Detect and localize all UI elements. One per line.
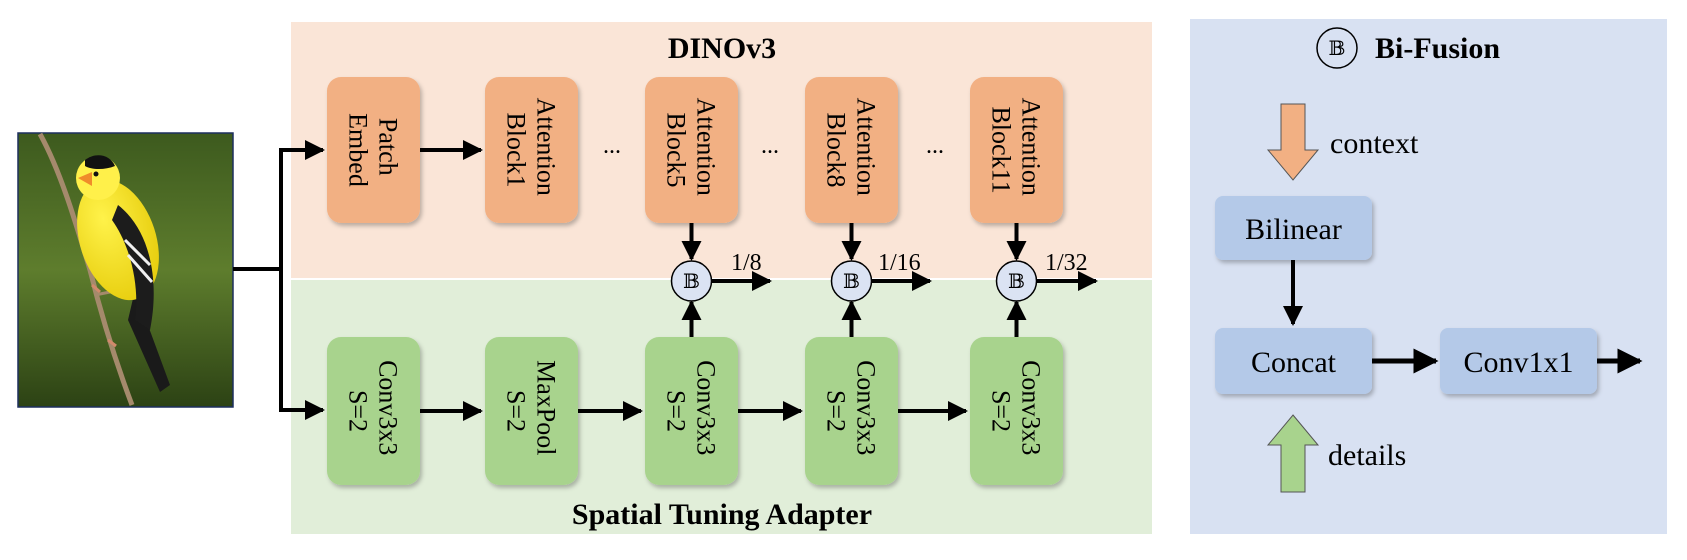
adapter-title: Spatial Tuning Adapter xyxy=(572,498,872,531)
svg-text:Attention Block1: Attention Block1 xyxy=(502,98,561,203)
svg-text:Attention Block8: Attention Block8 xyxy=(822,98,881,203)
fusion-node-1: 𝔹 xyxy=(670,260,713,302)
input-connector xyxy=(233,140,325,420)
svg-text:MaxPool S=2: MaxPool S=2 xyxy=(502,360,561,462)
concat-block: Concat xyxy=(1215,328,1372,394)
conv3x3-block4-line1: Conv3x3 xyxy=(1017,360,1046,455)
svg-text:Patch Embed: Patch Embed xyxy=(344,113,403,187)
adapter-arrows xyxy=(420,300,1027,421)
details-arrow-icon xyxy=(1266,414,1320,493)
conv3x3-block3: Conv3x3 S=2 xyxy=(805,337,898,485)
conv3x3-block2-line2: S=2 xyxy=(662,390,691,432)
bilinear-label: Bilinear xyxy=(1245,213,1342,246)
scale-label-1-32: 1/32 xyxy=(1045,250,1088,276)
svg-text:Conv3x3 S=2: Conv3x3 S=2 xyxy=(987,360,1046,462)
fusion-node-1-symbol: 𝔹 xyxy=(683,269,700,293)
concat-label: Concat xyxy=(1251,346,1337,379)
scale-label-1-8: 1/8 xyxy=(731,250,762,276)
bifusion-title-symbol: 𝔹 xyxy=(1316,27,1358,69)
conv3x3-block2-line1: Conv3x3 xyxy=(692,360,721,455)
attention-block11-line1: Attention xyxy=(1017,98,1046,196)
ellipsis-3: ... xyxy=(926,133,944,159)
attention-block1-line1: Attention xyxy=(532,98,561,196)
conv3x3-block4: Conv3x3 S=2 xyxy=(970,337,1063,485)
attention-block8-line2: Block8 xyxy=(822,112,851,187)
attention-block11: Attention Block11 xyxy=(970,77,1063,223)
context-label: context xyxy=(1330,127,1419,160)
dino-arrows xyxy=(420,140,1027,261)
patch-embed-line1: Patch xyxy=(374,118,403,176)
conv3x3-block4-line2: S=2 xyxy=(987,390,1016,432)
svg-text:Conv3x3 S=2: Conv3x3 S=2 xyxy=(662,360,721,462)
conv1x1-block: Conv1x1 xyxy=(1440,328,1597,394)
attention-block1-line2: Block1 xyxy=(502,112,531,187)
conv3x3-block3-line2: S=2 xyxy=(822,390,851,432)
fusion-node-2-symbol: 𝔹 xyxy=(843,269,860,293)
conv3x3-block2: Conv3x3 S=2 xyxy=(645,337,738,485)
adapter-blocks: Conv3x3 S=2 MaxPool S=2 Conv3x3 S=2 Conv… xyxy=(327,337,1063,485)
patch-embed-block: Patch Embed xyxy=(327,77,420,223)
maxpool-block-line1: MaxPool xyxy=(532,360,561,455)
input-bird-image xyxy=(17,132,234,408)
ellipsis-1: ... xyxy=(603,133,621,159)
svg-text:𝔹: 𝔹 xyxy=(1329,36,1346,60)
conv3x3-block1: Conv3x3 S=2 xyxy=(327,337,420,485)
attention-block8-line1: Attention xyxy=(852,98,881,196)
attention-block5-line1: Attention xyxy=(692,98,721,196)
svg-text:Conv3x3 S=2: Conv3x3 S=2 xyxy=(822,360,881,462)
attention-block1: Attention Block1 xyxy=(485,77,578,223)
bifusion-panel xyxy=(1190,19,1667,534)
dino-blocks: Patch Embed Attention Block1 Attention B… xyxy=(327,77,1063,223)
attention-block8: Attention Block8 xyxy=(805,77,898,223)
ellipsis-2: ... xyxy=(761,133,779,159)
fusion-node-3: 𝔹 xyxy=(995,260,1038,302)
bilinear-block: Bilinear xyxy=(1215,196,1372,260)
bifusion-title: Bi-Fusion xyxy=(1375,32,1500,65)
attention-block11-line2: Block11 xyxy=(987,106,1016,193)
maxpool-block-line2: S=2 xyxy=(502,390,531,432)
fusion-node-3-symbol: 𝔹 xyxy=(1008,269,1025,293)
svg-text:Attention Block11: Attention Block11 xyxy=(987,98,1046,203)
bifusion-legend: 𝔹 Bi-Fusion context Bilinear Concat Conv… xyxy=(1215,27,1643,493)
dino-title: DINOv3 xyxy=(668,32,776,65)
conv3x3-block1-line1: Conv3x3 xyxy=(374,360,403,455)
details-label: details xyxy=(1328,439,1406,472)
conv3x3-block1-line2: S=2 xyxy=(344,390,373,432)
attention-block5: Attention Block5 xyxy=(645,77,738,223)
svg-text:Conv3x3 S=2: Conv3x3 S=2 xyxy=(344,360,403,462)
scale-label-1-16: 1/16 xyxy=(878,250,921,276)
svg-text:Attention Block5: Attention Block5 xyxy=(662,98,721,203)
conv3x3-block3-line1: Conv3x3 xyxy=(852,360,881,455)
patch-embed-line2: Embed xyxy=(344,113,373,187)
attention-block5-line2: Block5 xyxy=(662,112,691,187)
fusion-node-2: 𝔹 xyxy=(830,260,873,302)
context-arrow-icon xyxy=(1266,103,1320,181)
conv1x1-label: Conv1x1 xyxy=(1463,346,1573,379)
maxpool-block: MaxPool S=2 xyxy=(485,337,578,485)
